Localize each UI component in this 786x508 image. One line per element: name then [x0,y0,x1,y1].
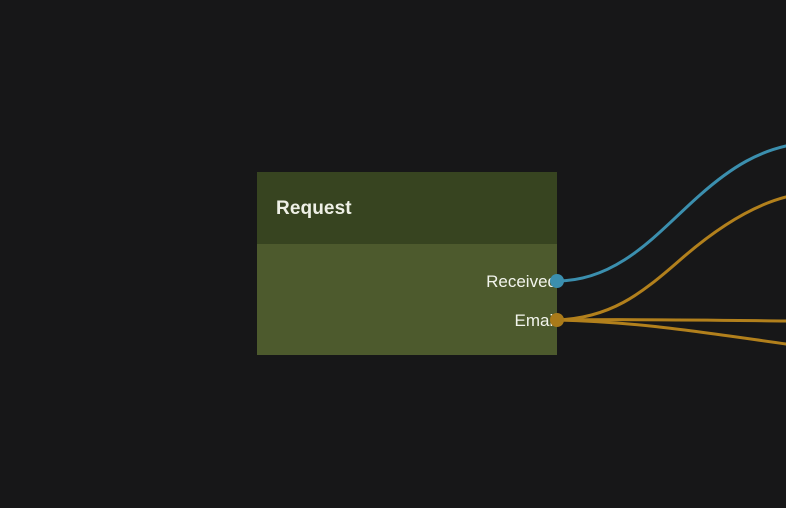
node-request[interactable]: Request Received Email [257,172,564,355]
output-port-email-label: Email [514,310,557,330]
wire-email-to-right-flat [555,318,786,323]
output-port-received-dot[interactable] [550,274,564,288]
output-port-email[interactable]: Email [514,309,564,331]
node-title: Request [276,197,352,219]
wire-email-to-upper-right [555,195,786,322]
output-port-email-dot[interactable] [550,313,564,327]
node-body: Received Email [257,244,564,355]
wire-email-to-lower-right [555,318,786,346]
wire-received-to-upper-right [555,144,786,283]
output-port-received[interactable]: Received [486,270,564,292]
output-port-received-label: Received [486,271,557,291]
node-header[interactable]: Request [257,172,557,244]
